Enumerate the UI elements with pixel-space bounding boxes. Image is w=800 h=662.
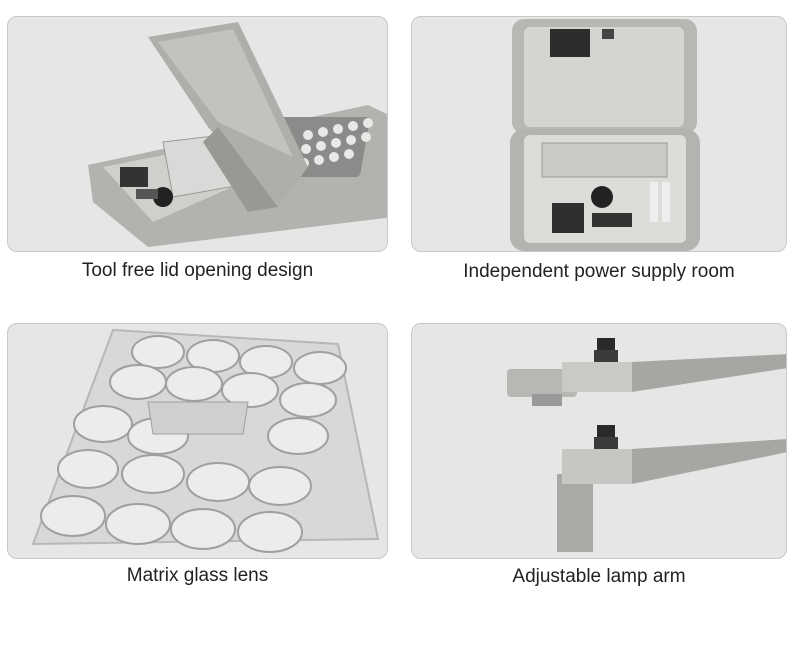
feature-card-lamp-arm	[411, 323, 787, 559]
matrix-glass-lens-photo	[31, 328, 380, 553]
power-supply-compartment-photo	[510, 19, 700, 251]
feature-card-power-supply	[411, 16, 787, 252]
adjustable-lamp-arm-photo	[507, 338, 786, 552]
feature-card-lens	[7, 323, 388, 559]
feature-caption-lid: Tool free lid opening design	[81, 260, 314, 281]
feature-caption-power-supply: Independent power supply room	[463, 261, 735, 282]
feature-caption-lamp-arm: Adjustable lamp arm	[512, 566, 686, 587]
lamp-lid-open-photo	[88, 22, 387, 247]
feature-caption-lens: Matrix glass lens	[126, 565, 269, 586]
feature-card-lid	[7, 16, 388, 252]
